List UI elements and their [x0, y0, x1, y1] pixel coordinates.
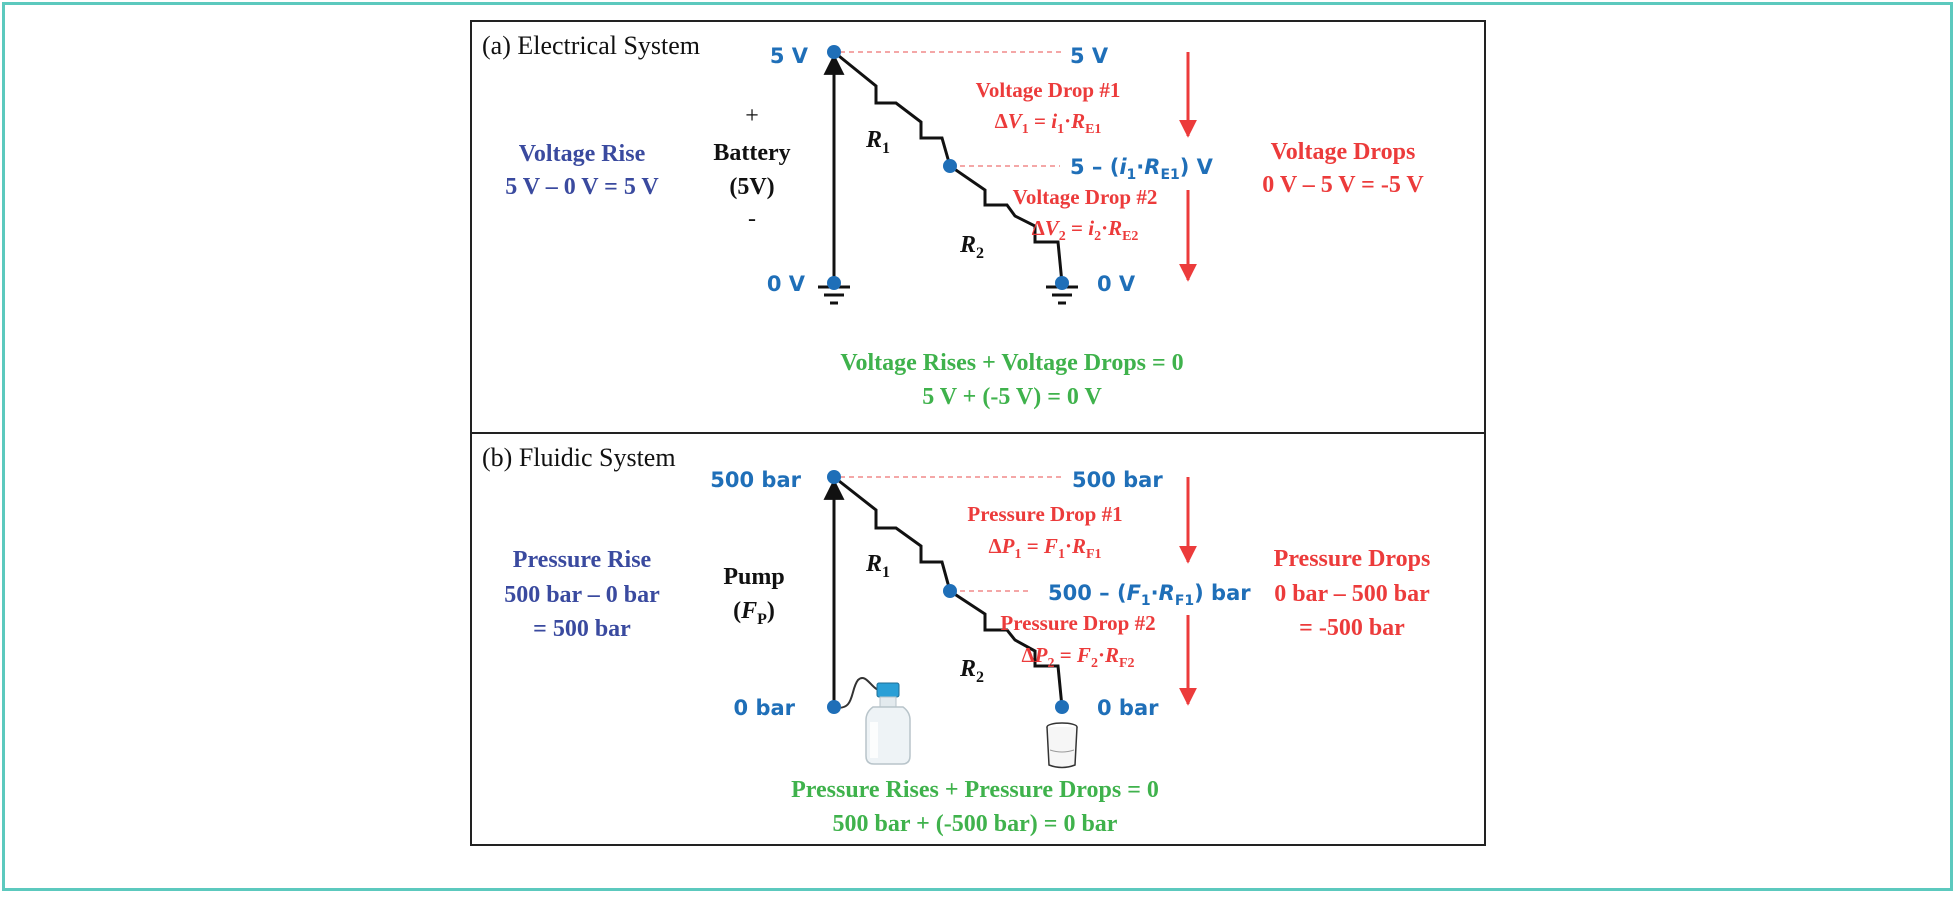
mid-label-prefix: 5 – (: [1070, 155, 1119, 179]
resistor-1-label: R1: [865, 127, 890, 157]
pressure-drops-equation-line-1: 0 bar – 500 bar: [1274, 581, 1430, 607]
voltage-drops-equation: 0 V – 5 V = -5 V: [1262, 172, 1424, 198]
voltage-drop-2-equation: ΔV2 = i2·RE2: [1032, 216, 1139, 244]
node-top: [827, 470, 841, 484]
pressure-sum-line-1: Pressure Rises + Pressure Drops = 0: [791, 777, 1159, 803]
electrical-panel-title: (a) Electrical System: [482, 31, 700, 60]
voltage-drop-2-title: Voltage Drop #2: [1013, 185, 1158, 209]
node-top-left-label: 5 V: [770, 44, 809, 68]
pressure-rise-equation-line-1: 500 bar – 0 bar: [504, 582, 660, 608]
fluidic-panel: (b) Fluidic System 500 bar 500 bar 0: [471, 433, 1485, 845]
resistor-2-label: R2: [959, 232, 984, 262]
pump-name-label: Pump: [723, 564, 784, 590]
node-bottom-left: [827, 700, 841, 714]
pressure-sum-line-2: 500 bar + (-500 bar) = 0 bar: [833, 811, 1118, 837]
pressure-drop-1-equation: ΔP1 = F1·RF1: [988, 534, 1101, 562]
node-mid-label: 5 – (i1·RE1) V: [1070, 155, 1214, 183]
node-top-right-label: 500 bar: [1072, 468, 1163, 492]
node-mid-label: 500 – (F1·RF1) bar: [1048, 581, 1251, 609]
solvent-tubing: [834, 678, 880, 708]
mid-label-r: R: [1144, 155, 1160, 179]
node-mid: [943, 159, 957, 173]
mid-label-dot: ·: [1136, 155, 1144, 179]
node-top: [827, 45, 841, 59]
fluidic-panel-title: (b) Fluidic System: [482, 443, 676, 472]
resistor-1-label: R1: [865, 551, 890, 581]
voltage-drops-title: Voltage Drops: [1271, 139, 1416, 165]
node-bottom-left-label: 0 V: [767, 272, 806, 296]
resistor-2-label: R2: [959, 656, 984, 686]
node-bottom-right-label: 0 V: [1097, 272, 1136, 296]
mid-label-suffix: ) V: [1180, 155, 1214, 179]
voltage-sum-line-1: Voltage Rises + Voltage Drops = 0: [840, 350, 1183, 376]
pressure-drops-equation-line-2: = -500 bar: [1299, 615, 1405, 641]
pressure-rise-equation-line-2: = 500 bar: [533, 616, 631, 642]
node-bottom-right-label: 0 bar: [1097, 696, 1159, 720]
voltage-rise-title: Voltage Rise: [519, 141, 646, 167]
node-mid: [943, 584, 957, 598]
battery-minus-label: -: [748, 206, 756, 232]
node-bottom-left: [827, 276, 841, 290]
pressure-drop-2-equation: ΔP2 = F2·RF2: [1021, 643, 1134, 671]
node-bottom-left-label: 0 bar: [734, 696, 796, 720]
voltage-drop-1-title: Voltage Drop #1: [976, 78, 1121, 102]
voltage-sum-line-2: 5 V + (-5 V) = 0 V: [922, 384, 1102, 410]
pressure-rise-title: Pressure Rise: [513, 547, 652, 573]
battery-value-label: (5V): [729, 174, 774, 200]
pressure-drop-2-title: Pressure Drop #2: [1000, 611, 1155, 635]
pressure-drops-title: Pressure Drops: [1274, 546, 1431, 572]
mid-label-i-sub: 1: [1127, 167, 1137, 183]
battery-plus-label: +: [745, 103, 759, 129]
node-bottom-right: [1055, 276, 1069, 290]
voltage-drop-1-equation: ΔV1 = i1·RE1: [995, 109, 1102, 137]
pressure-drop-1-title: Pressure Drop #1: [967, 502, 1122, 526]
node-bottom-right: [1055, 700, 1069, 714]
solvent-bottle-icon: [866, 683, 910, 764]
electrical-panel: (a) Electrical System 5 V 5 V 0 V 0 V: [471, 21, 1485, 433]
pump-value-label: (FP): [733, 598, 775, 628]
mid-label-r-sub: E1: [1160, 167, 1179, 183]
voltage-rise-equation: 5 V – 0 V = 5 V: [505, 174, 659, 200]
battery-name-label: Battery: [713, 140, 790, 166]
waste-beaker-icon: [1047, 723, 1077, 768]
node-top-right-label: 5 V: [1070, 44, 1109, 68]
node-top-left-label: 500 bar: [710, 468, 801, 492]
